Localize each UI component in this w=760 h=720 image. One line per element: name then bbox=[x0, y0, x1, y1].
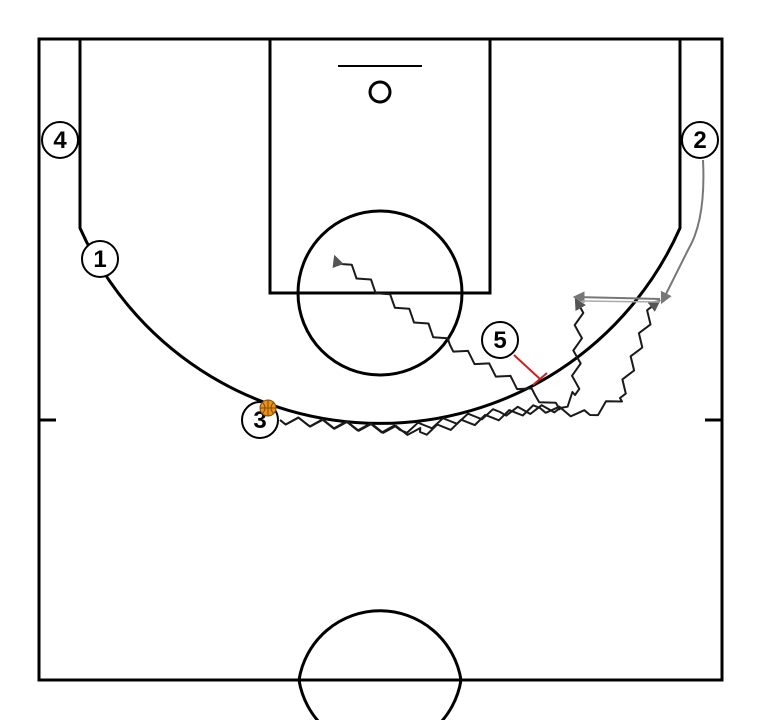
screen-action bbox=[513, 354, 548, 386]
court-boundary bbox=[37, 37, 724, 682]
basketball-icon bbox=[259, 399, 277, 417]
player-5: 5 bbox=[481, 321, 519, 359]
dribble-path-a bbox=[279, 297, 586, 434]
player-label: 1 bbox=[93, 246, 106, 273]
court-lines bbox=[37, 37, 724, 720]
free-throw-circle bbox=[296, 209, 464, 377]
player-marker bbox=[681, 121, 719, 159]
dribble-path-b bbox=[279, 299, 661, 436]
player-2: 2 bbox=[681, 121, 719, 159]
player-marker bbox=[41, 121, 79, 159]
dribble-path-c bbox=[332, 254, 561, 411]
paint-lane bbox=[268, 37, 492, 295]
three-point-line bbox=[78, 39, 682, 425]
player-1: 1 bbox=[81, 240, 119, 278]
pass-line-parallel bbox=[581, 300, 661, 303]
screen-line bbox=[513, 354, 541, 380]
pass-line bbox=[572, 291, 661, 304]
screen-bar bbox=[532, 372, 548, 386]
player-4: 4 bbox=[41, 121, 79, 159]
player-label: 2 bbox=[693, 127, 706, 154]
cut-path-player-2 bbox=[660, 159, 705, 305]
movement-paths bbox=[279, 159, 705, 436]
player-label: 5 bbox=[493, 327, 506, 354]
center-circle bbox=[297, 609, 463, 720]
player-marker bbox=[81, 240, 119, 278]
player-label: 4 bbox=[53, 127, 67, 154]
basket-ring-icon bbox=[368, 80, 392, 104]
player-marker bbox=[481, 321, 519, 359]
